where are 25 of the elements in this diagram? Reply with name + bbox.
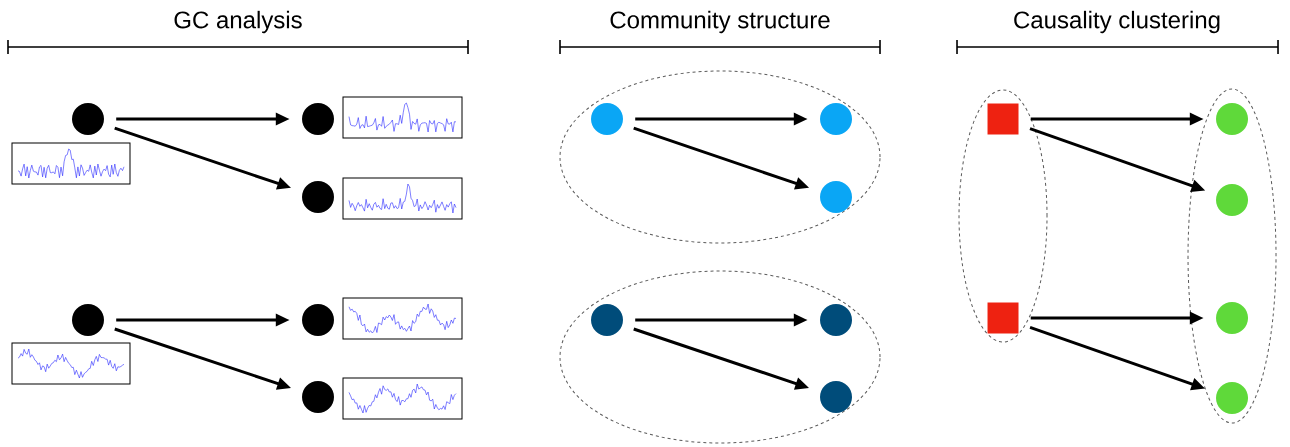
dashed-ellipse <box>559 70 881 244</box>
dashed-ellipse <box>958 89 1048 343</box>
circle-node <box>72 103 104 135</box>
square-node <box>987 103 1019 135</box>
circle-node <box>302 103 334 135</box>
circle-node <box>1216 103 1248 135</box>
circle-node <box>1216 302 1248 334</box>
dashed-ellipse <box>1187 88 1277 424</box>
circle-node <box>302 381 334 413</box>
circle-node <box>302 304 334 336</box>
circle-node <box>302 181 334 213</box>
circle-node <box>820 381 852 413</box>
circle-node <box>820 304 852 336</box>
section-heading: Community structure <box>610 10 830 34</box>
circle-node <box>1216 184 1248 216</box>
circle-node <box>820 181 852 213</box>
section-heading: GC analysis <box>174 10 302 34</box>
circle-node <box>1216 382 1248 414</box>
square-node <box>987 302 1019 334</box>
circle-node <box>820 103 852 135</box>
circle-node <box>591 304 623 336</box>
dashed-ellipse <box>559 270 881 444</box>
section-heading: Causality clustering <box>1014 10 1220 34</box>
circle-node <box>72 304 104 336</box>
circle-node <box>591 103 623 135</box>
